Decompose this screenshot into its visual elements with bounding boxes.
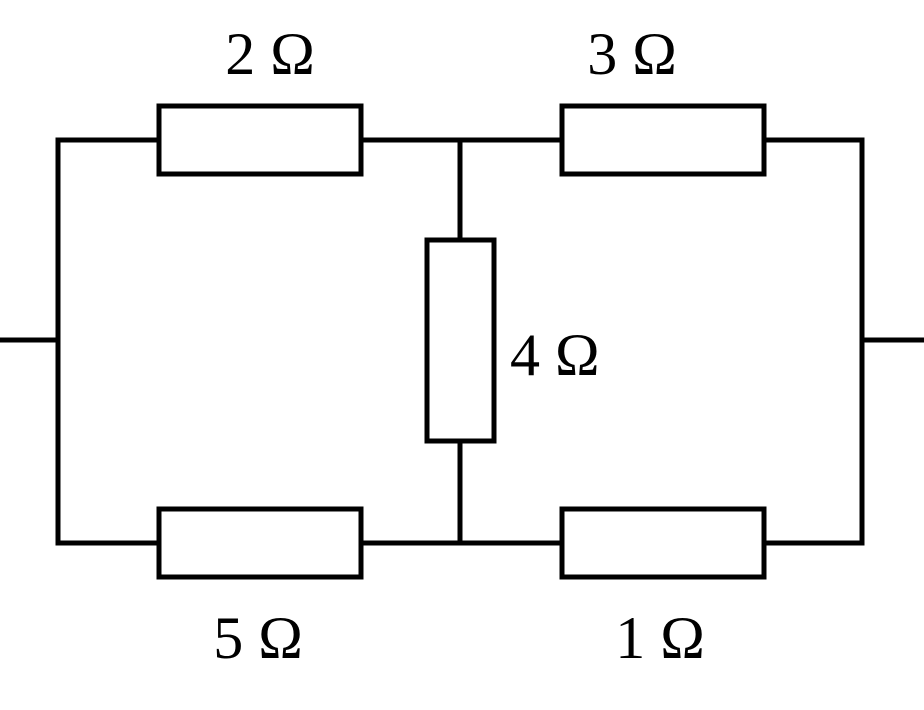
label-middle: 4 Ω [510, 322, 600, 388]
resistor-middle [424, 237, 497, 444]
label-bottom-right: 1 Ω [615, 605, 705, 671]
label-top-left: 2 Ω [225, 21, 315, 87]
resistor-bottom-left [156, 506, 364, 580]
resistor-bottom-right [559, 506, 767, 580]
label-bottom-left: 5 Ω [213, 605, 303, 671]
label-top-right: 3 Ω [587, 21, 677, 87]
labels: 2 Ω 3 Ω 4 Ω 5 Ω 1 Ω [213, 21, 705, 671]
resistor-top-right [559, 103, 767, 177]
resistors [156, 103, 767, 580]
resistor-top-left [156, 103, 364, 177]
